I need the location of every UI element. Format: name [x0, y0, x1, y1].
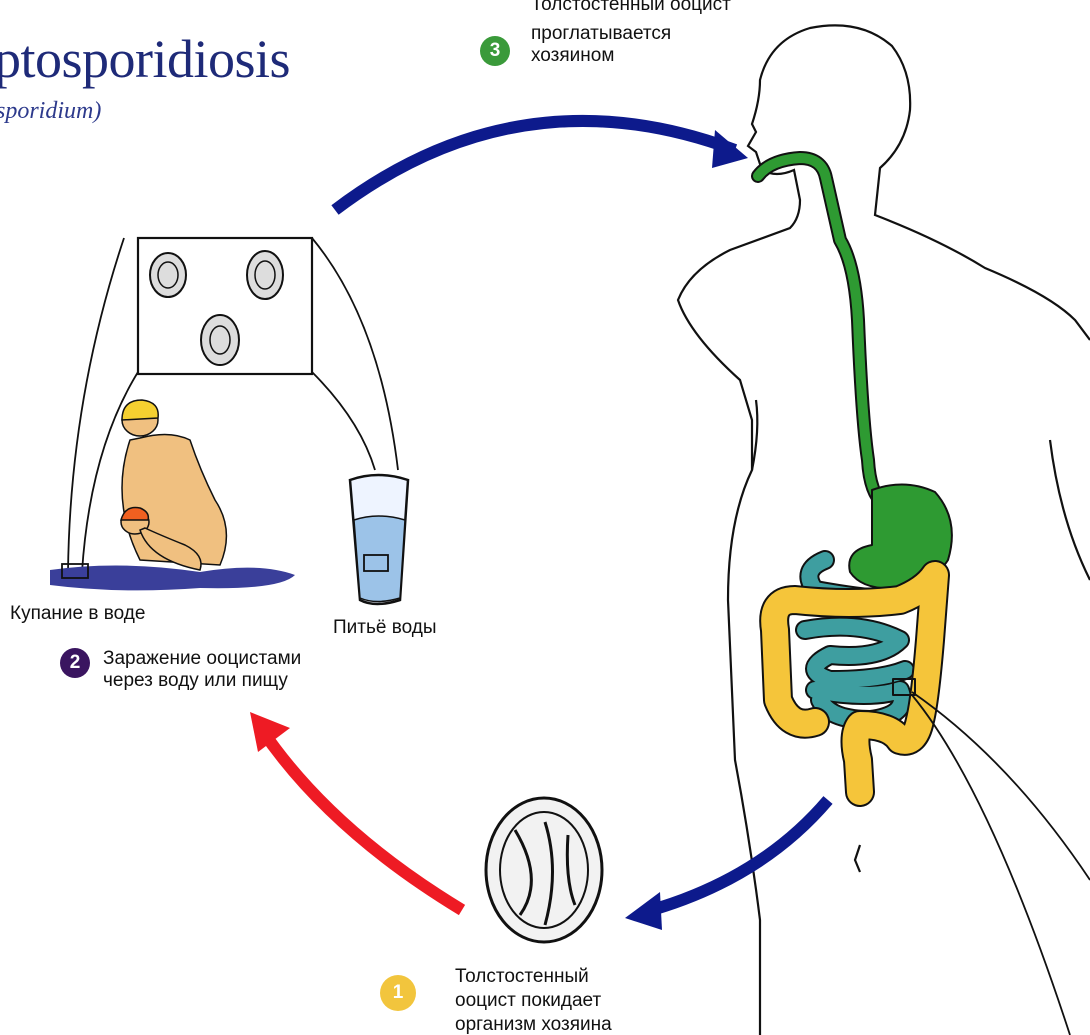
- glass-illustration: [350, 475, 408, 604]
- adult-cap: [122, 400, 158, 420]
- arrow-from-intestine-head: [625, 892, 662, 930]
- digestive-tract: [758, 158, 952, 792]
- large-oocyst: [486, 798, 602, 942]
- step-2-line2: через воду или пищу: [103, 670, 288, 691]
- oocyst-box: [138, 238, 312, 374]
- arrow-from-intestine: [645, 800, 828, 912]
- oocyst-small-1: [150, 253, 186, 297]
- arrow-to-mouth: [335, 121, 735, 210]
- oocyst-small-2: [247, 251, 283, 299]
- swimming-illustration: [50, 400, 295, 590]
- step-1-line1: Толстостенный: [455, 966, 589, 987]
- step-1-line2: ооцист покидает: [455, 990, 601, 1011]
- arrow-to-environment: [262, 730, 462, 910]
- step-3-line3: хозяином: [531, 45, 614, 66]
- step-1-line3: организм хозяина: [455, 1014, 612, 1035]
- step-3-line1: Толстостенный ооцист: [531, 0, 731, 15]
- step-1-badge: 1: [380, 975, 416, 1011]
- arrow-to-mouth-head: [712, 130, 748, 168]
- swimming-label: Купание в воде: [10, 603, 145, 624]
- step-2-line1: Заражение ооцистами: [103, 648, 301, 669]
- step-2-badge: 2: [60, 648, 90, 678]
- step-3-badge: 3: [480, 36, 510, 66]
- step-3-line2: проглатывается: [531, 23, 671, 44]
- drinking-label: Питьё воды: [333, 617, 437, 638]
- oocyst-small-3: [201, 315, 239, 365]
